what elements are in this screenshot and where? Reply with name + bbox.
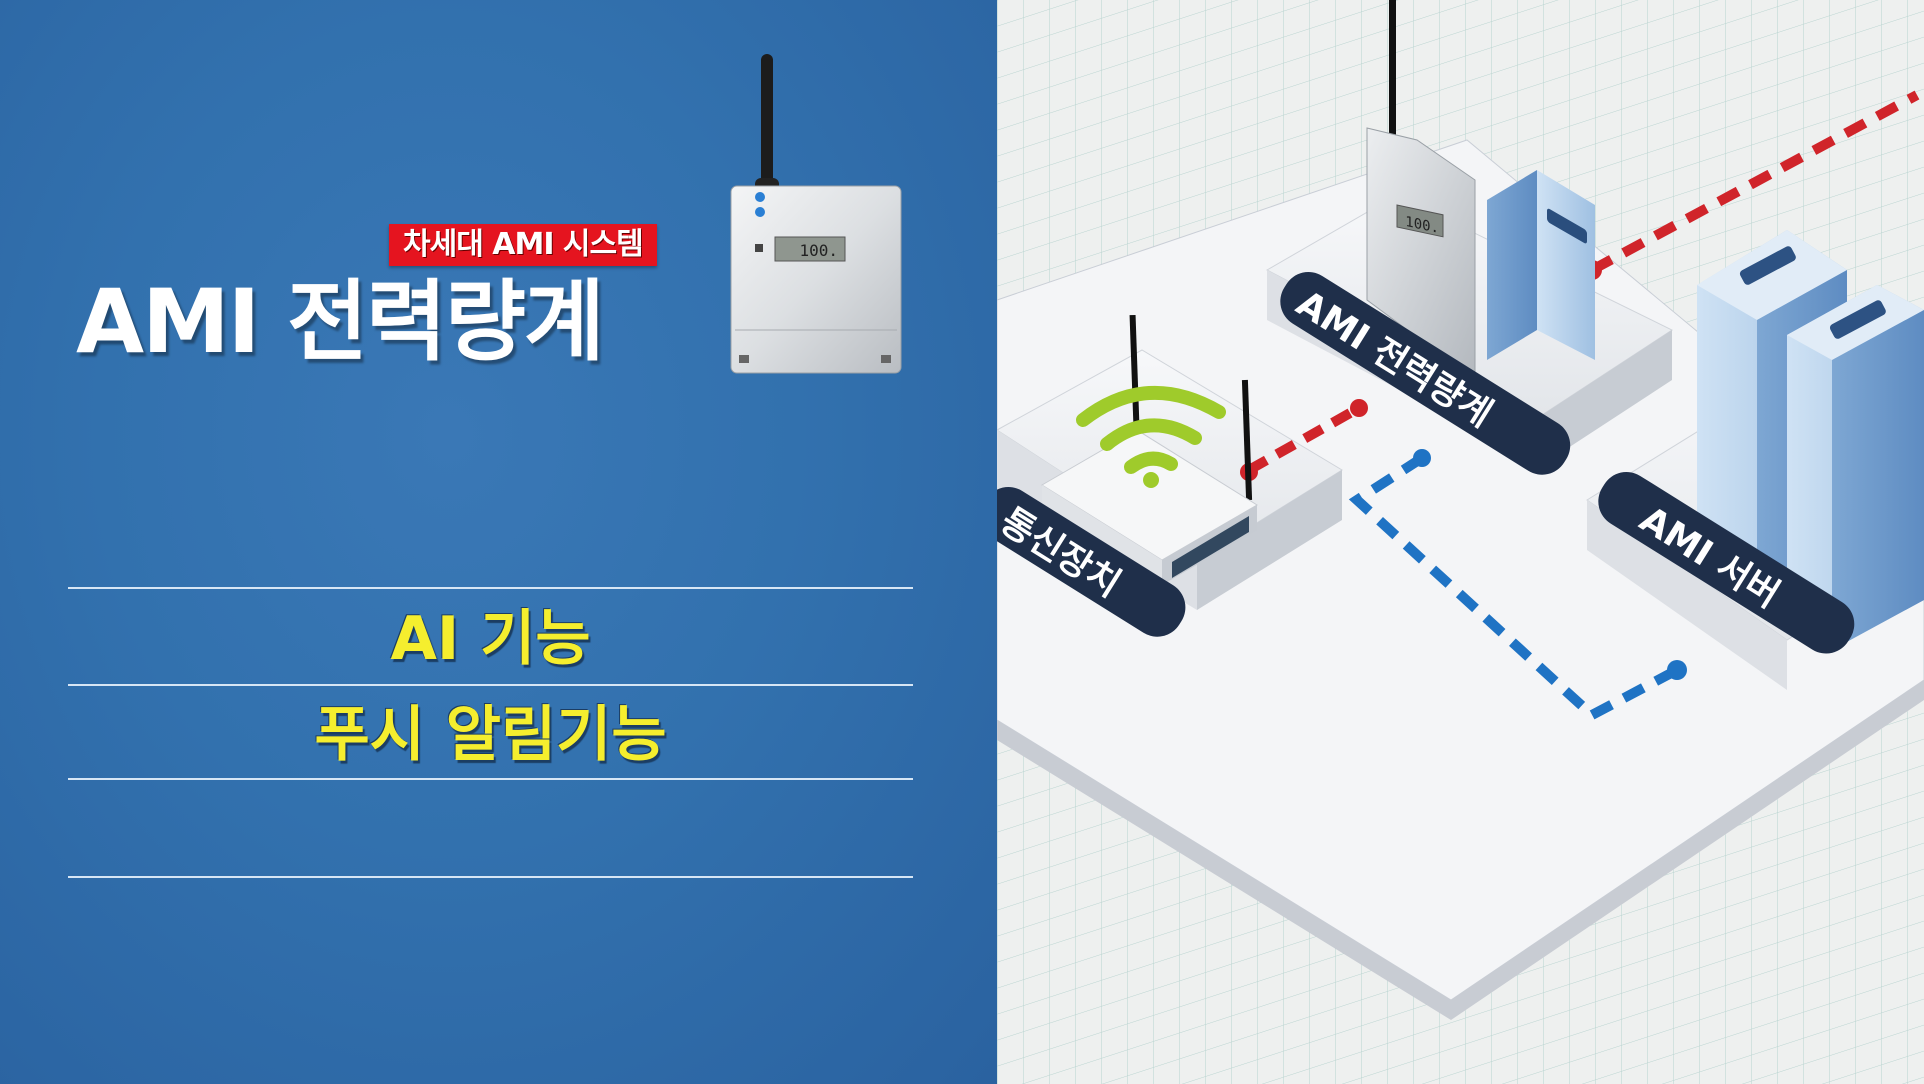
page-title: AMI 전력량계 bbox=[76, 270, 605, 373]
divider-3 bbox=[68, 778, 913, 780]
feature-push-alarm: 푸시 알림기능 bbox=[314, 700, 667, 770]
divider-2 bbox=[68, 684, 913, 686]
antenna bbox=[761, 54, 773, 194]
divider-1 bbox=[68, 587, 913, 589]
meter-lcd-value: 100. bbox=[799, 241, 838, 260]
wifi-icon bbox=[1076, 385, 1226, 474]
divider-4 bbox=[68, 876, 913, 878]
meter-device-icon: 100. bbox=[1366, 0, 1476, 381]
info-panel: 차세대 AMI 시스템 AMI 전력량계 100. AI 기능 푸시 알림기능 bbox=[0, 0, 997, 1084]
feature-ai: AI 기능 bbox=[390, 604, 591, 674]
meter-photo: 100. bbox=[730, 54, 902, 374]
router-icon bbox=[1041, 314, 1258, 585]
diagram-meter-lcd-value: 100. bbox=[1405, 214, 1439, 237]
rack-server-small bbox=[1487, 170, 1595, 360]
meter-body bbox=[730, 185, 902, 374]
red-link-uplink bbox=[1589, 90, 1920, 275]
system-badge: 차세대 AMI 시스템 bbox=[389, 224, 657, 266]
base-platform bbox=[997, 139, 1924, 1001]
red-link-router-meter bbox=[1246, 403, 1362, 475]
server-rack-2 bbox=[1787, 285, 1924, 650]
meter-lcd bbox=[774, 236, 846, 262]
ami-network-diagram: 100. 통신장치 AMI 전력량계 bbox=[997, 0, 1924, 1084]
blue-link-router-server bbox=[1348, 453, 1680, 722]
